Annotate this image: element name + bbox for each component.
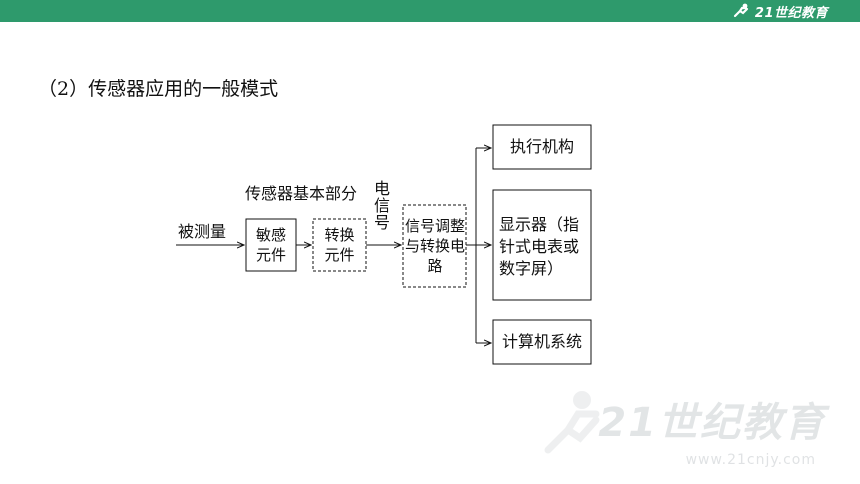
signal-label: 电信号 xyxy=(373,179,390,232)
signal-conditioning-label: 信号调整与转换电路 xyxy=(405,217,466,275)
top-banner-tab xyxy=(718,0,860,22)
sensitive-element-label: 敏感元件 xyxy=(255,226,286,264)
actuator-box xyxy=(492,124,592,170)
actuator-label: 执行机构 xyxy=(509,137,574,156)
runner-icon xyxy=(733,3,749,18)
conversion-element-label: 转换元件 xyxy=(324,226,355,264)
input-label: 被测量 xyxy=(178,222,227,241)
watermark-text: 21世纪教育 xyxy=(598,400,826,446)
computer-system-label: 计算机系统 xyxy=(501,332,582,351)
sensor-group-label: 传感器基本部分 xyxy=(245,184,358,203)
display-label: 显示器（指针式电表或数字屏） xyxy=(499,215,580,278)
watermark-url: www.21cnjy.com xyxy=(685,452,816,468)
brand-logo-text: 21世纪教育 xyxy=(754,5,828,21)
conversion-element-box xyxy=(312,218,367,272)
brand-logo: 21世纪教育 xyxy=(732,2,828,21)
top-banner xyxy=(0,0,860,22)
signal-conditioning-box xyxy=(402,204,467,288)
computer-system-box xyxy=(492,319,592,365)
display-box xyxy=(492,189,592,301)
sensitive-element-box xyxy=(245,218,297,272)
section-title: （2）传感器应用的一般模式 xyxy=(38,78,279,100)
watermark-runner-icon xyxy=(544,391,600,454)
